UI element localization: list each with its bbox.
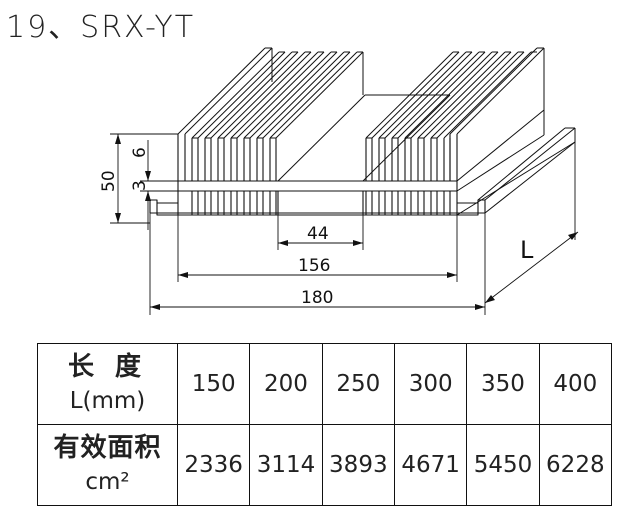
heatsink-drawing: 50 6 3 44 156 180 L <box>99 47 579 315</box>
table-row: 长 度 L(mm) 150 200 250 300 350 400 <box>37 343 613 425</box>
table-cell: 6228 <box>538 424 613 506</box>
dim-total-width-label: 180 <box>301 288 333 308</box>
row-header-length: 长 度 L(mm) <box>37 343 178 425</box>
table-cell: 350 <box>466 343 540 425</box>
front-profile <box>149 134 486 216</box>
table-row: 有效面积 cm² 2336 3114 3893 4671 5450 6228 <box>37 424 613 506</box>
header-cn-length: 长 度 <box>67 352 148 382</box>
header-cn-area: 有效面积 <box>53 433 162 463</box>
table-cell: 3893 <box>321 424 395 506</box>
table-cell: 150 <box>176 343 251 425</box>
page-title: 19、SRX-YT <box>6 10 196 45</box>
spec-table: 长 度 L(mm) 150 200 250 300 350 400 有效面积 c… <box>37 343 613 506</box>
dim-length-label: L <box>520 236 534 264</box>
dim-inner-width-label: 156 <box>298 256 330 276</box>
table-cell: 4671 <box>393 424 468 506</box>
table-cell: 200 <box>249 343 323 425</box>
table-cell: 2336 <box>176 424 251 506</box>
left-upper-fins <box>191 137 277 181</box>
right-lower-fins <box>277 191 451 215</box>
table-cell: 3114 <box>249 424 323 506</box>
dim-base-label: 3 <box>130 180 150 191</box>
dimension-lines <box>110 133 579 315</box>
table-cell: 400 <box>538 343 613 425</box>
dim-center-gap-label: 44 <box>307 224 329 244</box>
right-upper-fins <box>365 137 451 181</box>
table-cell: 250 <box>321 343 395 425</box>
table-cell: 300 <box>393 343 468 425</box>
dim-height-label: 50 <box>99 170 119 192</box>
table-cell: 5450 <box>466 424 540 506</box>
perspective-fins <box>177 47 576 216</box>
arrowheads <box>115 134 578 310</box>
dim-fin-gap-label: 6 <box>130 147 150 158</box>
header-en-area: cm² <box>85 469 130 495</box>
row-header-area: 有效面积 cm² <box>37 424 178 506</box>
left-lower-fins <box>191 191 277 215</box>
header-en-length: L(mm) <box>69 388 146 414</box>
